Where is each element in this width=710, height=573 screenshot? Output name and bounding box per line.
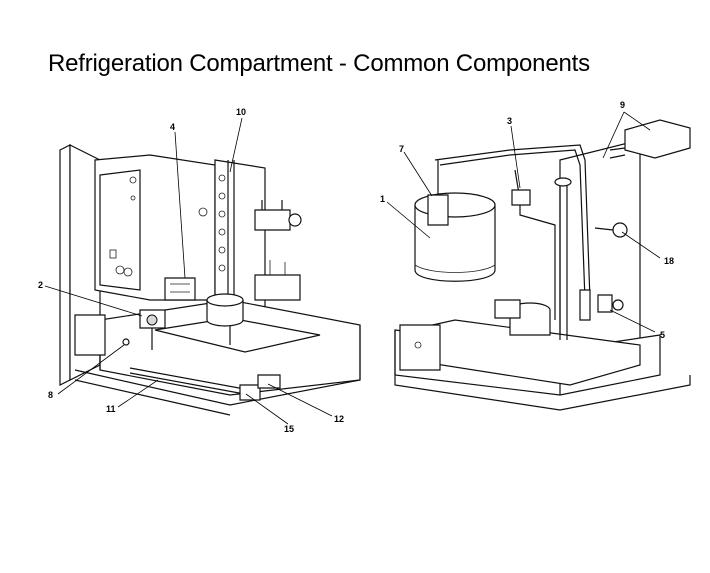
callout-2: 2 — [38, 280, 43, 290]
callout-3: 3 — [507, 116, 512, 126]
callout-12: 12 — [334, 414, 344, 424]
callout-4: 4 — [170, 122, 175, 132]
callout-11: 11 — [106, 404, 116, 414]
page-title: Refrigeration Compartment - Common Compo… — [48, 50, 590, 77]
leader-line-7 — [403, 151, 433, 197]
leader-line-11 — [117, 379, 159, 408]
callout-5: 5 — [660, 330, 665, 340]
callout-15: 15 — [284, 424, 294, 434]
leader-line-15 — [245, 393, 289, 425]
leader-line-10 — [229, 117, 243, 173]
right-assembly — [394, 119, 691, 411]
leader-line-9a — [623, 111, 651, 131]
leader-line-18 — [621, 231, 661, 259]
leader-line-1 — [386, 201, 431, 239]
callout-10: 10 — [236, 107, 246, 117]
leader-line-4 — [174, 131, 186, 279]
callouts: 1 2 3 4 5 7 8 9 10 11 12 15 — [38, 100, 674, 434]
callout-9: 9 — [620, 100, 625, 110]
callout-18: 18 — [664, 256, 674, 266]
callout-8: 8 — [48, 390, 53, 400]
leader-line-9b — [602, 111, 625, 159]
leader-line-2 — [44, 285, 143, 317]
callout-1: 1 — [380, 194, 385, 204]
leader-line-3 — [510, 125, 521, 189]
leader-line-12 — [267, 383, 333, 417]
callout-7: 7 — [399, 144, 404, 154]
leader-line-8 — [57, 344, 125, 395]
leader-line-5 — [609, 309, 656, 333]
left-assembly — [59, 144, 361, 416]
